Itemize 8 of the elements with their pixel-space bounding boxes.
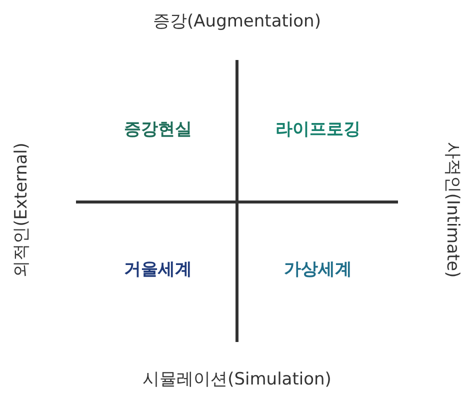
quadrant-label: 라이프로깅 [276,120,360,140]
axis-label: 외적인(External) [12,142,32,278]
quadrant-label: 거울세계 [124,260,192,280]
axis-label: 사적인(Intimate) [442,142,462,278]
axis-label: 증강(Augmentation) [153,12,321,32]
axis-label: 시뮬레이션(Simulation) [142,370,332,390]
quadrant-label: 가상세계 [284,260,352,280]
quadrant-label: 증강현실 [124,120,192,140]
